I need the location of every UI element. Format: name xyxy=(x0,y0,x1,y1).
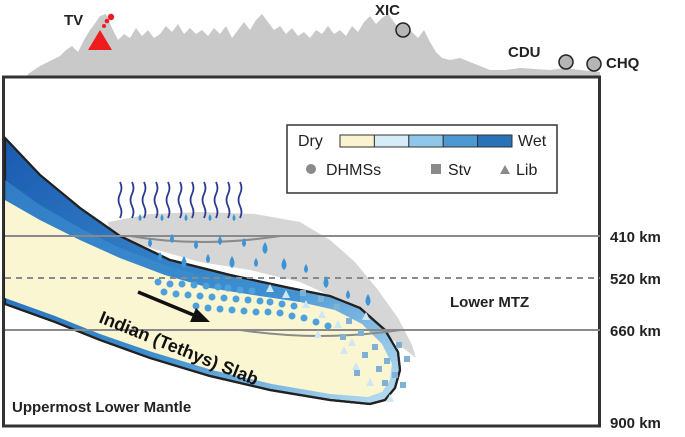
station-label-chq: CHQ xyxy=(606,55,640,72)
lower-mtz-label: Lower MTZ xyxy=(450,294,529,311)
slab-outline xyxy=(4,137,402,406)
legend-label-stv: Stv xyxy=(448,162,471,179)
depth-label-520: 520 km xyxy=(610,271,661,288)
legend-triangle-icon xyxy=(500,165,510,174)
subduction-arrow-shaft xyxy=(137,290,197,318)
volcano-plume-dot xyxy=(104,18,110,24)
deflected-410 xyxy=(129,235,281,243)
topography-profile xyxy=(28,14,600,76)
water-drops xyxy=(138,214,371,306)
legend-gradient-swatch xyxy=(408,134,444,148)
legend-gradient-swatch xyxy=(442,134,479,148)
legend-gradient-swatch xyxy=(373,134,410,148)
dhms-markers xyxy=(154,278,332,330)
depth-label-900: 900 km xyxy=(610,415,661,432)
legend-wet-label: Wet xyxy=(518,133,547,150)
stv-markers xyxy=(300,290,410,388)
legend-label-dhmss: DHMSs xyxy=(326,162,381,179)
legend-dry-label: Dry xyxy=(298,133,323,150)
volcano-marker xyxy=(88,30,112,50)
depth-label-410: 410 km xyxy=(610,229,661,246)
legend: Dry Wet DHMSs Stv Lib xyxy=(286,124,558,194)
volcano-plume-dot xyxy=(102,24,106,28)
depth-label-660: 660 km xyxy=(610,323,661,340)
station-label-tv: TV xyxy=(64,12,83,29)
subduction-arrow-head xyxy=(190,308,210,322)
hydrous-region xyxy=(108,212,416,358)
legend-square-icon xyxy=(431,164,441,174)
legend-label-lib: Lib xyxy=(516,162,537,179)
station-marker-chq xyxy=(586,56,602,72)
legend-gradient-bar xyxy=(339,134,513,148)
plume-stalks xyxy=(117,181,243,219)
lower-mantle-label: Uppermost Lower Mantle xyxy=(12,399,191,416)
station-marker-cdu xyxy=(558,54,574,70)
station-label-xic: XIC xyxy=(375,2,400,19)
legend-gradient-swatch xyxy=(339,134,375,148)
volcano-plume-dot xyxy=(107,13,115,21)
legend-circle-icon xyxy=(306,164,316,174)
station-marker-xic xyxy=(395,22,411,38)
lib-markers xyxy=(266,284,394,402)
legend-gradient-swatch xyxy=(477,134,513,148)
station-label-cdu: CDU xyxy=(508,44,541,61)
